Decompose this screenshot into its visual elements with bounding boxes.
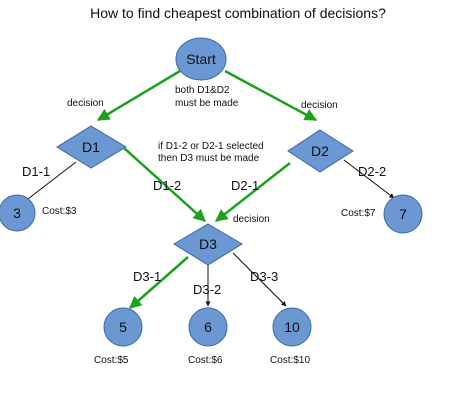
node-d2-shape (287, 129, 354, 173)
node-7-shape (383, 194, 423, 234)
nodes: Start D1 D2 D3 3 7 5 6 10 (0, 37, 423, 347)
annotations: decision decision decision both D1&D2 mu… (67, 85, 338, 225)
edge-d2-d3 (215, 162, 291, 222)
both-note-line2: must be made (175, 98, 239, 109)
if-note-line1: if D1-2 or D2-1 selected (158, 141, 264, 152)
node-5-shape (103, 307, 143, 347)
cost-label-6: Cost:$6 (188, 355, 223, 366)
node-3-shape (0, 194, 36, 232)
edge-d1-d3 (123, 147, 206, 222)
node-d2-label: D2 (311, 143, 329, 159)
decision-note-d3: decision (233, 214, 270, 225)
edge-d3-5 (129, 256, 189, 309)
node-d1-shape (56, 125, 127, 169)
node-d1-label: D1 (82, 139, 100, 155)
node-6-label: 6 (204, 319, 212, 335)
edge-d2-7 (343, 159, 395, 199)
edge-label-d1-1: D1-1 (22, 164, 50, 179)
node-start-shape (175, 37, 227, 81)
node-10-label: 10 (284, 319, 300, 335)
cost-label-3: Cost:$3 (42, 206, 77, 217)
edge-label-d3-3: D3-3 (250, 269, 278, 284)
cost-label-5: Cost:$5 (94, 355, 129, 366)
edge-label-d3-2: D3-2 (193, 282, 221, 297)
edges (23, 69, 395, 309)
cost-labels: Cost:$3 Cost:$7 Cost:$5 Cost:$6 Cost:$10 (42, 206, 376, 366)
node-3-label: 3 (13, 205, 21, 221)
if-note-line2: then D3 must be made (158, 153, 260, 164)
cost-label-10: Cost:$10 (270, 355, 310, 366)
node-10-shape (272, 307, 312, 347)
node-5-label: 5 (119, 319, 127, 335)
diagram-title: How to find cheapest combination of deci… (90, 5, 386, 21)
decision-note-right: decision (301, 100, 338, 111)
node-d3-shape (173, 223, 243, 266)
cost-label-7: Cost:$7 (341, 208, 376, 219)
decision-note-left: decision (67, 98, 104, 109)
edge-d1-3 (23, 161, 77, 203)
edge-d3-10 (232, 252, 287, 307)
both-note-line1: both D1&D2 (175, 85, 230, 96)
edge-label-d2-2: D2-2 (358, 164, 386, 179)
edge-labels: D1-1 D1-2 D2-1 D2-2 D3-1 D3-2 D3-3 (22, 164, 386, 297)
edge-label-d1-2: D1-2 (153, 178, 181, 193)
node-6-shape (188, 307, 228, 347)
node-7-label: 7 (399, 206, 407, 222)
node-d3-label: D3 (199, 236, 217, 252)
edge-label-d2-1: D2-1 (231, 178, 259, 193)
edge-start-d1 (96, 69, 181, 122)
edge-label-d3-1: D3-1 (133, 269, 161, 284)
node-start-label: Start (186, 51, 216, 67)
edge-start-d2 (224, 69, 318, 122)
